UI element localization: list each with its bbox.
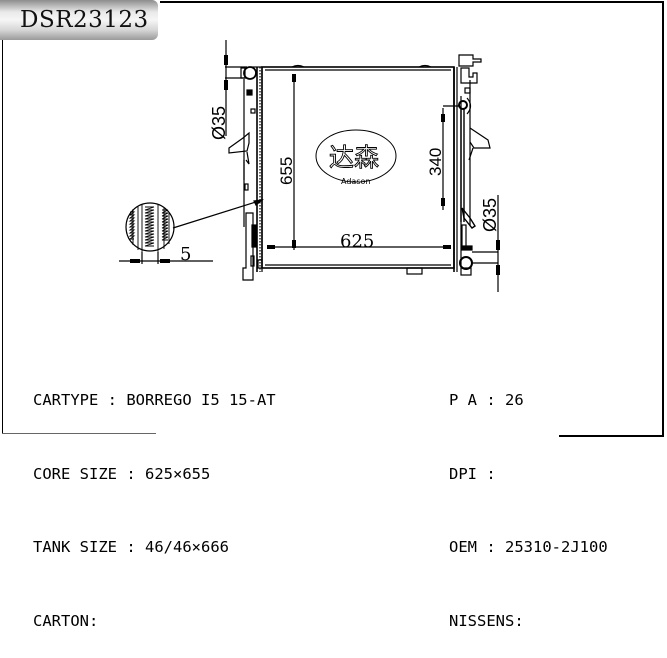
logo-brand-text: Adason: [341, 177, 370, 186]
spec-row-oem: OEM : 25310-2J100: [449, 535, 608, 560]
spec-separator: :: [477, 391, 505, 409]
spec-row-core-size: CORE SIZE : 625×655: [33, 462, 276, 487]
spec-separator: :: [477, 538, 505, 556]
frame-border-top: [160, 1, 663, 3]
spec-label: OEM: [449, 538, 477, 556]
dim-height-label: 655: [277, 157, 296, 185]
spec-label: CARTON: [33, 611, 89, 630]
spec-value: 25310-2J100: [505, 538, 608, 556]
spec-value: BORREGO I5 15-AT: [126, 391, 276, 409]
spec-label: NISSENS: [449, 611, 515, 630]
spec-separator: :: [117, 464, 145, 483]
outlet-pipe: [459, 256, 473, 270]
spec-separator: :: [89, 611, 99, 630]
fin-detail-view: [125, 202, 175, 252]
frame-border-bottom-left: [2, 433, 156, 434]
spec-value: 26: [505, 391, 524, 409]
title-badge: DSR23123: [0, 0, 158, 40]
dim-filler-height-label: 340: [426, 148, 445, 176]
spec-label: CORE SIZE: [33, 464, 117, 483]
spec-label: DPI: [449, 464, 477, 483]
spec-separator: :: [514, 611, 524, 630]
spec-separator: :: [98, 391, 127, 409]
spec-label: TANK SIZE: [33, 538, 117, 556]
dim-width-label: 625: [340, 231, 374, 252]
dim-outlet-diameter-label: Ø35: [480, 198, 500, 232]
spec-row-cartype: CARTYPE : BORREGO I5 15-AT: [33, 388, 276, 413]
spec-label: CARTYPE: [33, 391, 99, 409]
spec-separator: :: [477, 464, 505, 483]
frame-border-left: [2, 22, 3, 433]
dim-fin-pitch-label: 5: [180, 244, 191, 265]
spec-row-nissens: NISSENS:: [449, 609, 608, 634]
frame-border-right: [662, 1, 664, 435]
spec-row-pa: P A : 26: [449, 388, 608, 413]
spec-row-dpi: DPI :: [449, 462, 608, 487]
part-number-title: DSR23123: [20, 7, 149, 33]
radiator-drawing: 655 625 Ø35 340 Ø35 5 达森 Adason: [119, 40, 500, 292]
frame-border-bottom-right: [559, 435, 664, 437]
spec-value: 46/46×666: [145, 538, 229, 556]
logo-chinese-text: 达森: [329, 143, 379, 172]
logo-ellipse: [315, 129, 397, 183]
spec-block-left: CARTYPE : BORREGO I5 15-AT CORE SIZE : 6…: [33, 339, 276, 658]
spec-row-carton: CARTON:: [33, 609, 276, 634]
spec-row-tank-size: TANK SIZE : 46/46×666: [33, 535, 276, 560]
dim-inlet-diameter-label: Ø35: [209, 106, 229, 140]
spec-block-right: P A : 26 DPI : OEM : 25310-2J100 NISSENS…: [449, 339, 608, 658]
spec-separator: :: [117, 538, 145, 556]
spec-value: 625×655: [145, 464, 211, 483]
inlet-pipe: [243, 66, 257, 80]
spec-label: P A: [449, 391, 477, 409]
